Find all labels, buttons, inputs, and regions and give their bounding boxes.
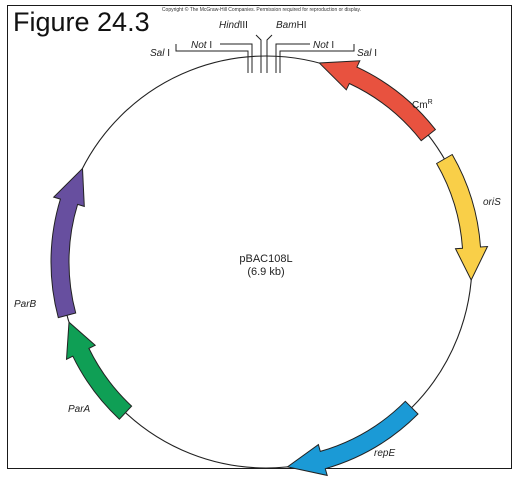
repE-gene-label: repE	[374, 448, 395, 459]
hindiii-site-label: HindIII	[219, 20, 248, 31]
figure-frame	[7, 5, 512, 469]
leader-sal-right	[279, 44, 355, 73]
sali-left-site-label: Sal I	[150, 48, 170, 59]
cmR-gene-arrow	[318, 60, 437, 142]
plasmid-name: pBAC108L	[239, 253, 292, 265]
noti-left-site-label: Not I	[191, 40, 212, 51]
leader-bam	[266, 34, 273, 73]
parA-gene-arrow	[65, 321, 133, 420]
leader-not-right	[275, 43, 310, 73]
parB-gene-label: ParB	[14, 299, 37, 310]
leader-sal-left	[175, 44, 249, 73]
parB-gene-arrow	[50, 167, 85, 319]
oriS-gene-arrow	[435, 153, 489, 282]
noti-right-site-label: Not I	[313, 40, 334, 51]
parA-gene-label: ParA	[68, 404, 91, 415]
figure-title: Figure 24.3	[13, 7, 150, 37]
oriS-gene-label: oriS	[483, 197, 501, 208]
leader-hind	[255, 34, 262, 73]
leader-not-left	[220, 43, 253, 73]
plasmid-size: (6.9 kb)	[247, 266, 284, 278]
restriction-site-leaders	[175, 34, 355, 73]
repE-gene-arrow	[286, 400, 419, 477]
cmR-gene-label: CmR	[412, 99, 433, 111]
bamhi-site-label: BamHI	[276, 20, 307, 31]
sali-right-site-label: Sal I	[357, 48, 377, 59]
copyright-notice: Copyright © The McGraw-Hill Companies. P…	[161, 7, 362, 13]
